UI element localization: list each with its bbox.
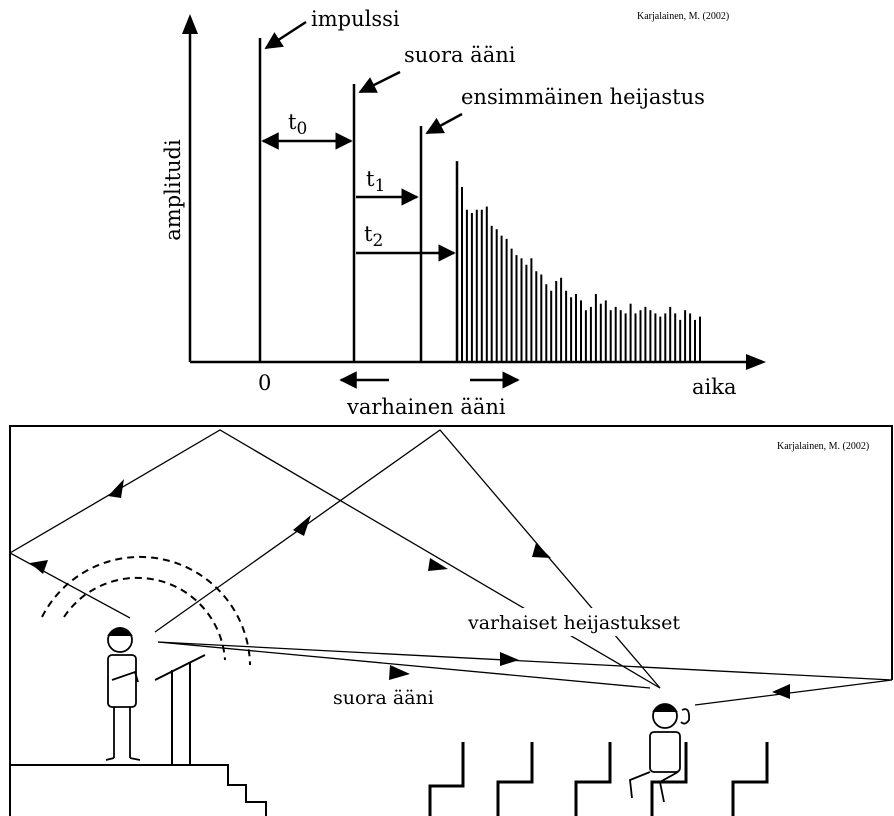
speaker-person (105, 627, 141, 761)
early-reflections-label: varhaiset heijastukset (467, 612, 680, 634)
sound-wavefronts (41, 555, 251, 666)
direct-sound-label: suora ääni (404, 43, 516, 67)
ray-arrowheads (30, 479, 790, 699)
early-reflections-label-bg (464, 608, 672, 636)
credit-bottom: Karjalainen, M. (2002) (777, 441, 869, 452)
x-axis-label: aika (692, 375, 736, 399)
stage (9, 742, 267, 816)
early-sound-label: varhainen ääni (346, 395, 506, 419)
y-axis-arrowhead (182, 14, 198, 34)
audience-chairs (428, 742, 769, 816)
room-diagram: Karjalainen, M. (2002) (8, 425, 893, 816)
first-reflection-pointer-arrow (425, 112, 463, 135)
t0-label: t0 (288, 110, 307, 139)
impulse-pointer-arrow (264, 20, 307, 50)
first-reflection-label: ensimmäinen heijastus (461, 85, 705, 109)
y-axis-label: amplitudi (161, 139, 185, 241)
reverb-tail (455, 161, 701, 362)
t1-label: t1 (366, 167, 385, 196)
direct-sound-pointer-arrow (358, 70, 401, 94)
impulse-response-diagram: amplitudi aika 0 impulssi suora ääni ens… (161, 7, 766, 419)
lectern (154, 654, 206, 765)
credit-top: Karjalainen, M. (2002) (637, 11, 729, 22)
listener-person (629, 703, 691, 803)
reflection-rays (8, 429, 893, 706)
origin-label: 0 (258, 371, 271, 395)
impulse-label: impulssi (311, 7, 400, 31)
room-direct-sound-label: suora ääni (333, 687, 434, 709)
room-frame (9, 425, 893, 816)
t2-label: t2 (364, 222, 383, 251)
x-axis-arrowhead (746, 354, 766, 370)
